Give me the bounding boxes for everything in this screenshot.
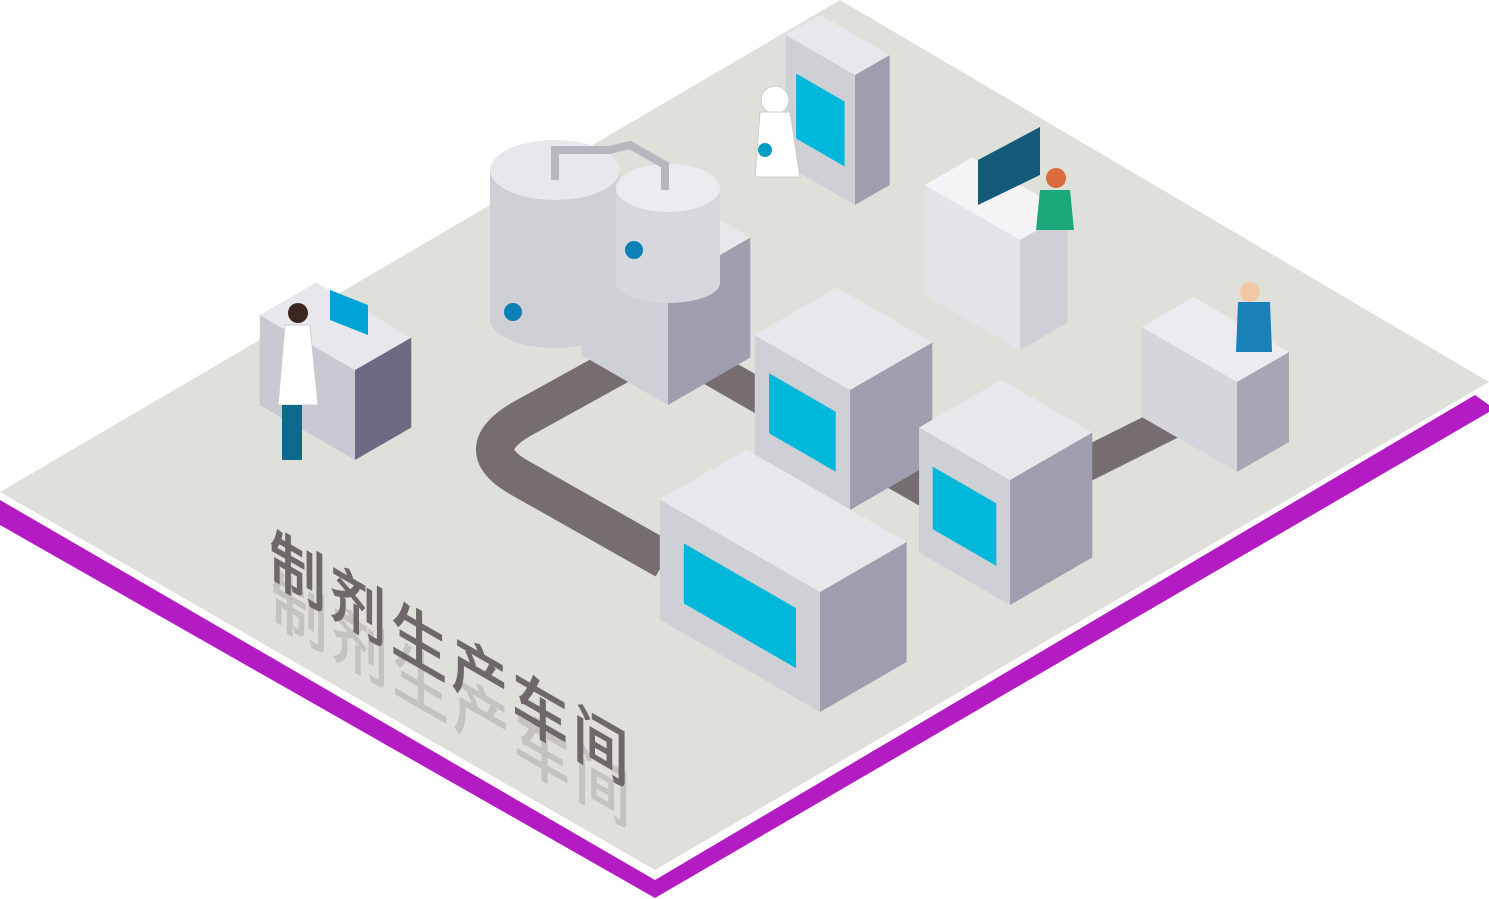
cleanroom-worker: [754, 85, 801, 178]
top-machine-right: [855, 55, 890, 205]
machine-1-top: [754, 287, 933, 390]
top-machine-window: [796, 73, 845, 167]
machine-3-top: [659, 449, 907, 592]
control-desk-right: [1020, 212, 1068, 350]
machine-1-window: [769, 373, 836, 472]
machine-3-window: [683, 543, 796, 669]
right-table-left: [1141, 327, 1237, 472]
lab-technician: [1236, 282, 1272, 352]
operator-monitor: [978, 127, 1074, 230]
left-desk-right: [355, 337, 412, 460]
control-desk-top: [924, 157, 1068, 240]
machine-2-window: [932, 466, 997, 566]
right-table-right: [1237, 352, 1289, 472]
machine-2-right: [1010, 432, 1093, 605]
scientist-laptop: [277, 290, 368, 460]
right-table-top: [1141, 297, 1289, 382]
top-machine-top: [785, 15, 890, 75]
conveyor-main: [476, 345, 675, 577]
machine-2-top: [919, 380, 1093, 480]
floor: [0, 0, 1489, 870]
machine-1-right: [850, 342, 933, 510]
people: [277, 85, 1272, 460]
machine-3-right: [820, 542, 907, 712]
storage-tanks: [490, 140, 720, 348]
